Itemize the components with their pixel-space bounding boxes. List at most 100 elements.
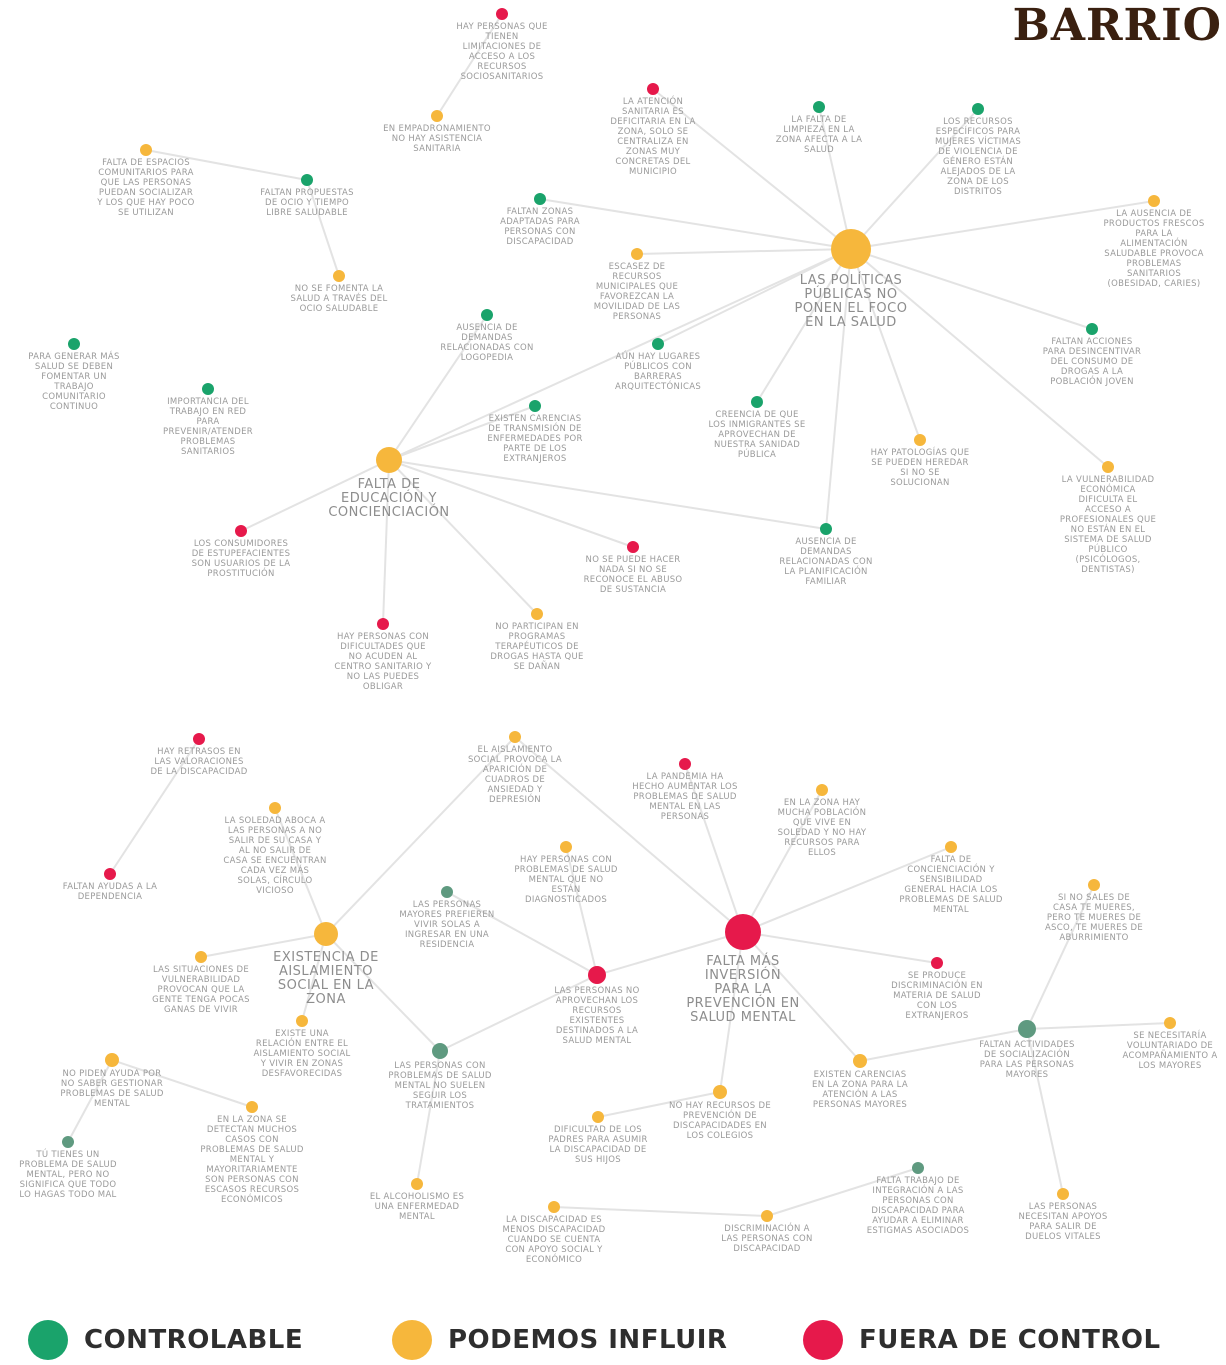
node-dot-pedir_ayuda	[105, 1053, 119, 1067]
edge-politicas-limpieza	[818, 106, 852, 250]
node-dot-poblacion_sola	[816, 784, 828, 796]
node-dot-discriminacion_discapacidad	[761, 1210, 773, 1222]
edge-inversion-discriminacion_extranjeros	[742, 931, 938, 964]
edge-politicas-creencia_inmigrantes	[756, 248, 852, 403]
node-dot-situaciones_vulnerabilidad	[195, 951, 207, 963]
edge-retrasos-ayudas_dependencia	[109, 738, 200, 875]
node-dot-lugares_publicos	[652, 338, 664, 350]
edge-inversion-no_aprovechan	[596, 931, 744, 976]
edge-aislamiento-abandonan_tratamientos	[325, 933, 441, 1052]
edge-discapacidad_apoyo-discriminacion_discapacidad	[553, 1206, 768, 1217]
edge-educacion-dificultades_centro	[382, 459, 390, 625]
node-dot-zonas_discapacidad	[534, 193, 546, 205]
node-dot-problema_mental	[62, 1136, 74, 1148]
node-dot-retrasos	[193, 733, 205, 745]
edge-inversion-pandemia	[684, 763, 744, 933]
node-dot-discapacidad_apoyo	[548, 1201, 560, 1213]
edge-no_aprovechan-sin_diagnostico	[565, 846, 598, 976]
edge-inversion-recursos_prevencion	[719, 931, 744, 1093]
hub-dot-inversion	[725, 914, 761, 950]
node-dot-sin_diagnostico	[560, 841, 572, 853]
edge-actividades_mayores-apoyos_vitales	[1026, 1028, 1064, 1195]
legend-label-influir: PODEMOS INFLUIR	[448, 1325, 728, 1355]
edge-abandonan_tratamientos-no_aprovechan	[439, 974, 598, 1052]
hub-dot-aislamiento	[314, 922, 338, 946]
edge-politicas-escasez_recursos	[636, 248, 852, 255]
edge-aislamiento-soledad_aboca	[274, 807, 327, 935]
edge-politicas-recursos_mujeres	[850, 108, 979, 250]
edge-educacion-programas_terapeuticos	[388, 459, 538, 615]
edge-educacion-planificacion	[388, 459, 827, 530]
node-dot-mayores_residencia	[441, 886, 453, 898]
logo-text: BARRIO	[1012, 0, 1222, 51]
edge-actividades_mayores-miedo_acoso	[1026, 884, 1095, 1030]
edge-politicas-lugares_publicos	[657, 248, 852, 345]
edge-educacion-consumidores	[240, 459, 390, 532]
legend: CONTROLABLE PODEMOS INFLUIR FUERA DE CON…	[0, 1312, 1226, 1365]
node-dot-adicciones_joven	[1086, 323, 1098, 335]
legend-item-controlable: CONTROLABLE	[28, 1320, 303, 1360]
legend-item-influir: PODEMOS INFLUIR	[392, 1320, 727, 1360]
hub-dot-politicas	[831, 229, 871, 269]
node-dot-propuestas_ocio	[301, 174, 313, 186]
edge-carencias_mayores-actividades_mayores	[859, 1028, 1028, 1062]
edge-politicas-planificacion	[825, 248, 852, 530]
edge-espacios_comunitarios-propuestas_ocio	[145, 149, 308, 181]
node-dot-demandas_logopedia	[481, 309, 493, 321]
edge-limitaciones-empadronamiento	[436, 13, 503, 117]
edge-aislamiento-relacion_aislamiento	[301, 933, 327, 1022]
edge-inversion-aislamiento_ansiedad	[514, 736, 744, 933]
node-dot-aislamiento_ansiedad	[509, 731, 521, 743]
node-dot-integracion	[912, 1162, 924, 1174]
node-dot-limitaciones	[496, 8, 508, 20]
edge-pedir_ayuda-problema_mental	[67, 1059, 113, 1143]
edge-inversion-concienciacion_mental	[742, 846, 952, 933]
edge-mayores_residencia-no_aprovechan	[446, 891, 598, 976]
legend-dot-influir	[392, 1320, 432, 1360]
edge-inversion-carencias_mayores	[742, 931, 861, 1062]
network-edges	[67, 13, 1171, 1217]
node-dot-creencia_inmigrantes	[751, 396, 763, 408]
node-dot-discriminacion_extranjeros	[931, 957, 943, 969]
edge-politicas-zonas_discapacidad	[539, 198, 852, 250]
node-dot-recursos_mujeres	[972, 103, 984, 115]
edge-discriminacion_discapacidad-integracion	[766, 1167, 919, 1217]
node-dot-casos_escasos	[246, 1101, 258, 1113]
node-dot-abandonan_tratamientos	[432, 1043, 448, 1059]
edge-abandonan_tratamientos-alcoholismo	[416, 1050, 441, 1185]
edge-actividades_mayores-voluntariado	[1026, 1022, 1171, 1030]
node-dot-alcoholismo	[411, 1178, 423, 1190]
node-dot-consumidores	[235, 525, 247, 537]
node-dot-relacion_aislamiento	[296, 1015, 308, 1027]
